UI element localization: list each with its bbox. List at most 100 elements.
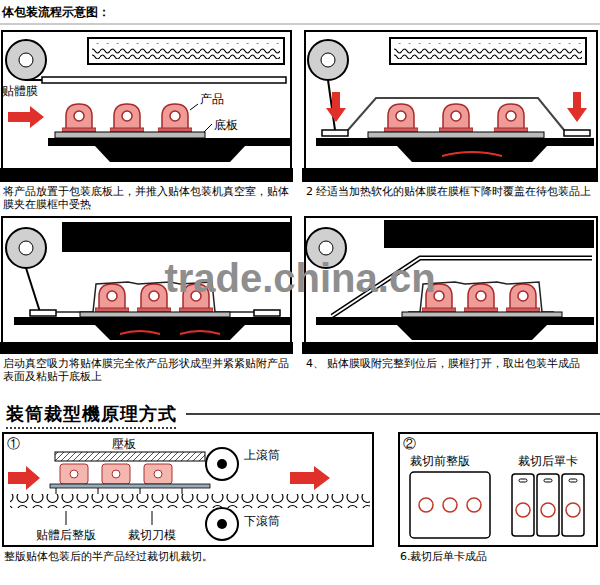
product	[384, 104, 418, 132]
film-line	[26, 268, 40, 312]
hang-hole	[569, 479, 577, 482]
film-line	[26, 79, 42, 81]
down-arrow	[567, 92, 587, 122]
title-underline	[6, 427, 176, 429]
product-mark	[419, 498, 433, 512]
part-label: 下滾筒	[244, 514, 280, 528]
product-mark	[566, 503, 580, 517]
hang-hole	[519, 479, 527, 482]
feed-arrow	[8, 466, 40, 490]
conveyor-rollers	[10, 494, 370, 508]
step-panel: 2 经适当加热软化的贴体膜在膜框下降时覆盖在待包装品上	[304, 30, 598, 182]
heater	[62, 222, 291, 252]
product-mark	[443, 498, 457, 512]
step-two-art	[302, 38, 596, 182]
roll-core	[319, 241, 333, 255]
chamber-table	[14, 317, 290, 325]
part-label: 底板	[214, 118, 238, 132]
air-arrow	[442, 152, 502, 156]
product	[62, 104, 96, 132]
vacuum-basin	[95, 146, 245, 162]
cutter-art	[8, 448, 370, 540]
chamber-table	[48, 138, 290, 146]
vacuum-basin	[397, 146, 547, 162]
leader-line	[204, 124, 212, 132]
machine-base	[302, 168, 596, 182]
page-title: 体包装流程示意图：	[2, 5, 110, 19]
film-roll	[308, 40, 348, 80]
section-heading: 装筒裁型機原理方式	[6, 403, 177, 425]
product-mark	[467, 498, 481, 512]
step-caption: 整版贴体包装后的半产品经过裁切机裁切。	[4, 550, 374, 563]
product-hole	[112, 470, 120, 478]
product	[144, 464, 172, 484]
vacuum-basin	[95, 325, 245, 340]
product	[506, 284, 540, 312]
roller-axle	[217, 459, 227, 469]
whole-board	[410, 472, 490, 538]
heater	[88, 38, 284, 64]
part-label: 壓板	[112, 437, 136, 451]
product	[494, 104, 528, 132]
rule-line	[186, 413, 600, 415]
part-label: 上滾筒	[244, 448, 280, 462]
heater-coil	[394, 43, 582, 59]
step-caption: 将产品放置于包装底板上，并推入贴体包装机真空室，贴体膜夹在膜框中受热	[3, 185, 292, 211]
panel-number: ②	[403, 436, 416, 451]
watermark: trade.china.cn	[150, 256, 450, 300]
product	[464, 284, 498, 312]
product	[60, 464, 88, 484]
step-panel: ②6.裁切后单卡成品	[398, 432, 598, 547]
press-plate	[55, 452, 205, 461]
chamber-table	[316, 138, 594, 146]
cut-result-art	[410, 472, 584, 538]
step-caption: 6.裁切后单卡成品	[400, 550, 598, 563]
roll-core	[19, 53, 33, 67]
leader-line	[66, 511, 67, 525]
leader-line	[190, 104, 198, 110]
part-label: 贴體后整版	[36, 528, 96, 542]
product	[158, 104, 192, 132]
machine-base	[0, 168, 293, 182]
heater-coil	[92, 43, 280, 59]
leader-line	[152, 511, 153, 525]
product	[102, 464, 130, 484]
product	[110, 104, 144, 132]
base-board	[80, 312, 230, 317]
lower-roller	[206, 508, 238, 540]
product-mark	[541, 503, 555, 517]
heater	[390, 38, 586, 64]
step-caption: 4、 贴体膜吸附完整到位后，膜框打开，取出包装半成品	[306, 357, 598, 370]
film-frame	[564, 130, 590, 136]
exit-arrow	[290, 466, 330, 490]
panel-number: ①	[7, 436, 20, 451]
vacuum-arrow	[120, 331, 220, 334]
film-frame	[322, 130, 348, 136]
part-label: 裁切刀模	[128, 528, 176, 542]
base-board	[368, 132, 544, 138]
roll-core	[19, 241, 33, 255]
upper-roller	[206, 448, 238, 480]
product-hole	[154, 470, 162, 478]
product	[439, 104, 473, 132]
product-mark	[516, 503, 530, 517]
down-arrow	[326, 92, 346, 122]
cutting-die	[56, 488, 182, 494]
single-card	[512, 474, 534, 536]
step-caption: 2 经适当加热软化的贴体膜在膜框下降时覆盖在待包装品上	[306, 185, 598, 198]
roll-core	[321, 53, 335, 67]
single-card	[562, 474, 584, 536]
film-roll	[6, 40, 46, 80]
rule-line	[0, 24, 600, 25]
single-card	[537, 474, 559, 536]
step-panel: 将产品放置于包装底板上，并推入贴体包装机真空室，贴体膜夹在膜框中受热	[1, 30, 292, 182]
base-board	[402, 312, 562, 317]
film-roll	[6, 228, 46, 268]
part-label: 裁切前整版	[410, 454, 470, 468]
push-arrow	[8, 106, 44, 128]
product	[95, 284, 129, 312]
product-hole	[70, 470, 78, 478]
part-label: 贴體膜	[2, 84, 38, 98]
hang-hole	[544, 479, 552, 482]
film-frame	[30, 310, 56, 316]
